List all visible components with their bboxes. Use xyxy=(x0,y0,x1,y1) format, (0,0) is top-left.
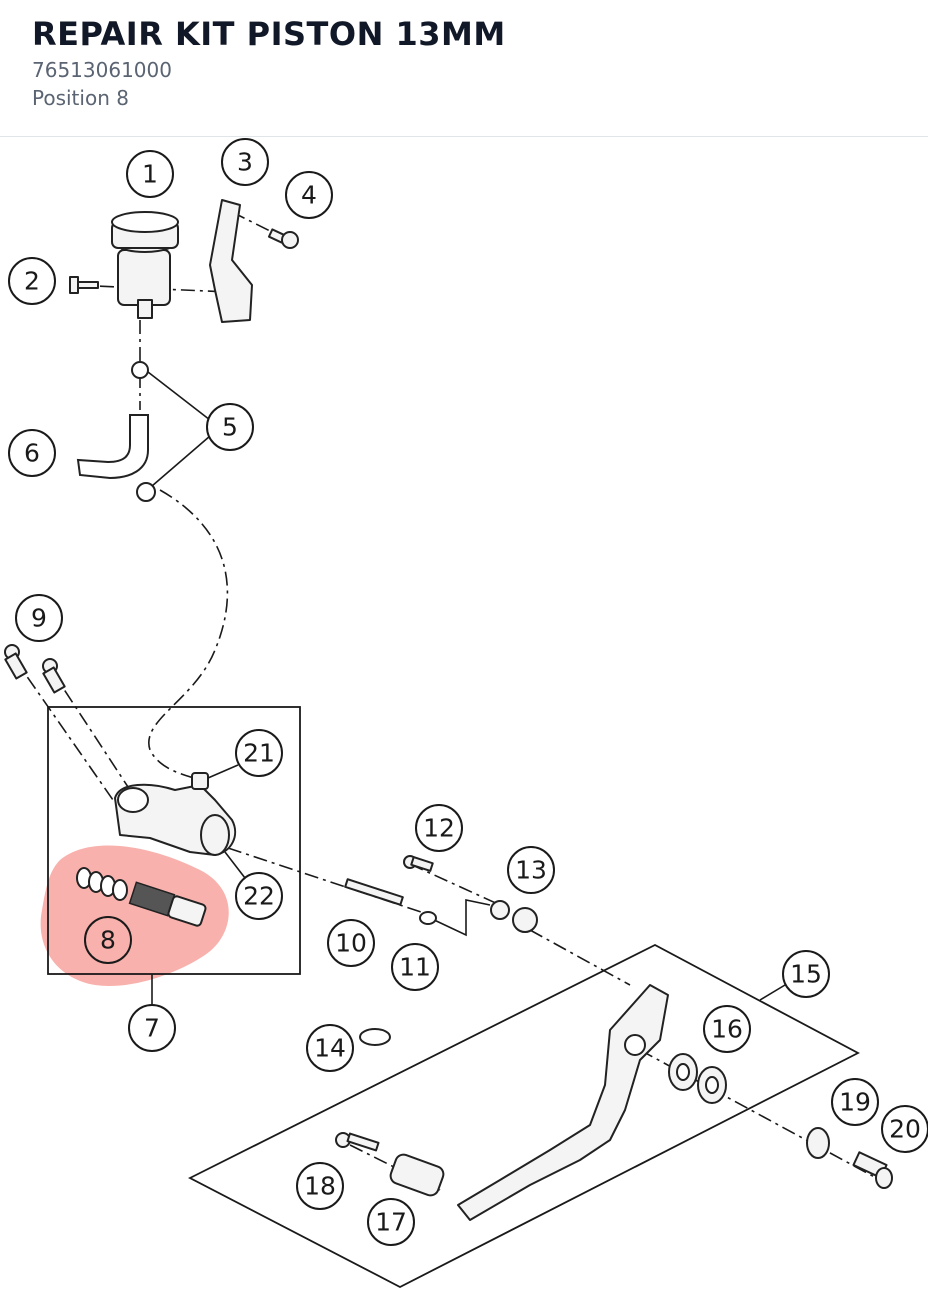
svg-text:16: 16 xyxy=(711,1015,743,1044)
leader-21 xyxy=(207,764,239,779)
callout-6[interactable]: 6 xyxy=(8,429,56,477)
footpeg-rubber xyxy=(389,1153,445,1197)
svg-text:19: 19 xyxy=(839,1088,871,1117)
spring-14 xyxy=(359,1028,391,1046)
callout-14[interactable]: 14 xyxy=(306,1024,354,1072)
svg-text:17: 17 xyxy=(375,1208,407,1237)
master-cylinder xyxy=(114,772,237,856)
hose-line xyxy=(148,489,229,781)
callout-7[interactable]: 7 xyxy=(128,1004,176,1052)
brake-pedal xyxy=(457,984,669,1221)
washer-19 xyxy=(806,1127,830,1159)
part-title: REPAIR KIT PISTON 13MM xyxy=(32,15,506,53)
callout-1[interactable]: 1 xyxy=(126,150,174,198)
svg-text:15: 15 xyxy=(790,960,822,989)
callout-2[interactable]: 2 xyxy=(8,257,56,305)
pedal-axis xyxy=(529,929,631,986)
bolt-18 xyxy=(335,1132,380,1152)
svg-text:10: 10 xyxy=(335,929,367,958)
callout-13[interactable]: 13 xyxy=(507,846,555,894)
svg-text:18: 18 xyxy=(304,1172,336,1201)
bolt-4 xyxy=(267,228,299,249)
bracket xyxy=(209,199,253,323)
brake-pedal-assembly-frame xyxy=(188,943,860,1289)
bolt-axis-4 xyxy=(231,211,289,241)
svg-text:21: 21 xyxy=(243,739,275,768)
hose xyxy=(76,414,149,480)
clevis-13 xyxy=(490,900,538,933)
screw-2 xyxy=(69,276,99,294)
position-label: Position 8 xyxy=(32,86,129,110)
svg-text:5: 5 xyxy=(222,413,238,442)
svg-text:7: 7 xyxy=(144,1014,160,1043)
callout-22[interactable]: 22 xyxy=(235,872,283,920)
cylinder-assembly-frame xyxy=(47,706,301,975)
push-rod xyxy=(344,878,404,906)
svg-text:11: 11 xyxy=(399,953,431,982)
svg-text:2: 2 xyxy=(24,267,40,296)
pivot-axis xyxy=(639,1049,881,1181)
callout-12[interactable]: 12 xyxy=(415,804,463,852)
bolt-axis-9a xyxy=(11,654,121,811)
callout-3[interactable]: 3 xyxy=(221,138,269,186)
callout-10[interactable]: 10 xyxy=(327,919,375,967)
callout-18[interactable]: 18 xyxy=(296,1162,344,1210)
svg-text:9: 9 xyxy=(31,604,47,633)
leader-15 xyxy=(759,984,786,1001)
svg-text:1: 1 xyxy=(142,160,158,189)
leader-5a xyxy=(147,371,211,421)
callout-16[interactable]: 16 xyxy=(703,1005,751,1053)
svg-text:6: 6 xyxy=(24,439,40,468)
svg-text:12: 12 xyxy=(423,814,455,843)
piston-kit[interactable] xyxy=(76,867,207,927)
clip-11 xyxy=(419,911,437,925)
svg-text:3: 3 xyxy=(237,148,253,177)
callout-21[interactable]: 21 xyxy=(235,729,283,777)
rod-axis xyxy=(227,847,431,916)
callout-15[interactable]: 15 xyxy=(782,950,830,998)
callout-20[interactable]: 20 xyxy=(881,1105,928,1153)
pedal-pivot xyxy=(624,1034,646,1056)
callout-17[interactable]: 17 xyxy=(367,1198,415,1246)
part-number: 76513061000 xyxy=(32,58,172,82)
clamp-lower xyxy=(136,482,156,502)
svg-text:13: 13 xyxy=(515,856,547,885)
screw-20 xyxy=(852,1151,893,1189)
callout-9[interactable]: 9 xyxy=(15,594,63,642)
bushings-16 xyxy=(668,1053,727,1104)
bolt-axis-9b xyxy=(49,667,131,791)
pin-12 xyxy=(403,855,434,872)
leader-5b xyxy=(151,435,211,487)
callout-5[interactable]: 5 xyxy=(206,403,254,451)
callout-4[interactable]: 4 xyxy=(285,171,333,219)
svg-text:4: 4 xyxy=(301,181,317,210)
clevis-link xyxy=(429,899,491,937)
callout-11[interactable]: 11 xyxy=(391,943,439,991)
svg-text:20: 20 xyxy=(889,1115,921,1144)
callout-8[interactable]: 8 xyxy=(84,916,132,964)
bolts-9 xyxy=(4,644,66,694)
svg-text:22: 22 xyxy=(243,882,275,911)
exploded-parts-diagram: 1 2 3 4 5 6 7 8 9 10 11 12 13 14 15 16 1… xyxy=(4,138,928,1289)
callout-19[interactable]: 19 xyxy=(831,1078,879,1126)
pin-axis xyxy=(409,863,501,906)
part-header: REPAIR KIT PISTON 13MM 76513061000 Posit… xyxy=(0,0,928,137)
svg-text:14: 14 xyxy=(314,1034,346,1063)
svg-text:8: 8 xyxy=(100,926,116,955)
leader-22 xyxy=(224,851,246,879)
clamp-upper xyxy=(131,361,149,379)
reservoir xyxy=(111,211,179,319)
